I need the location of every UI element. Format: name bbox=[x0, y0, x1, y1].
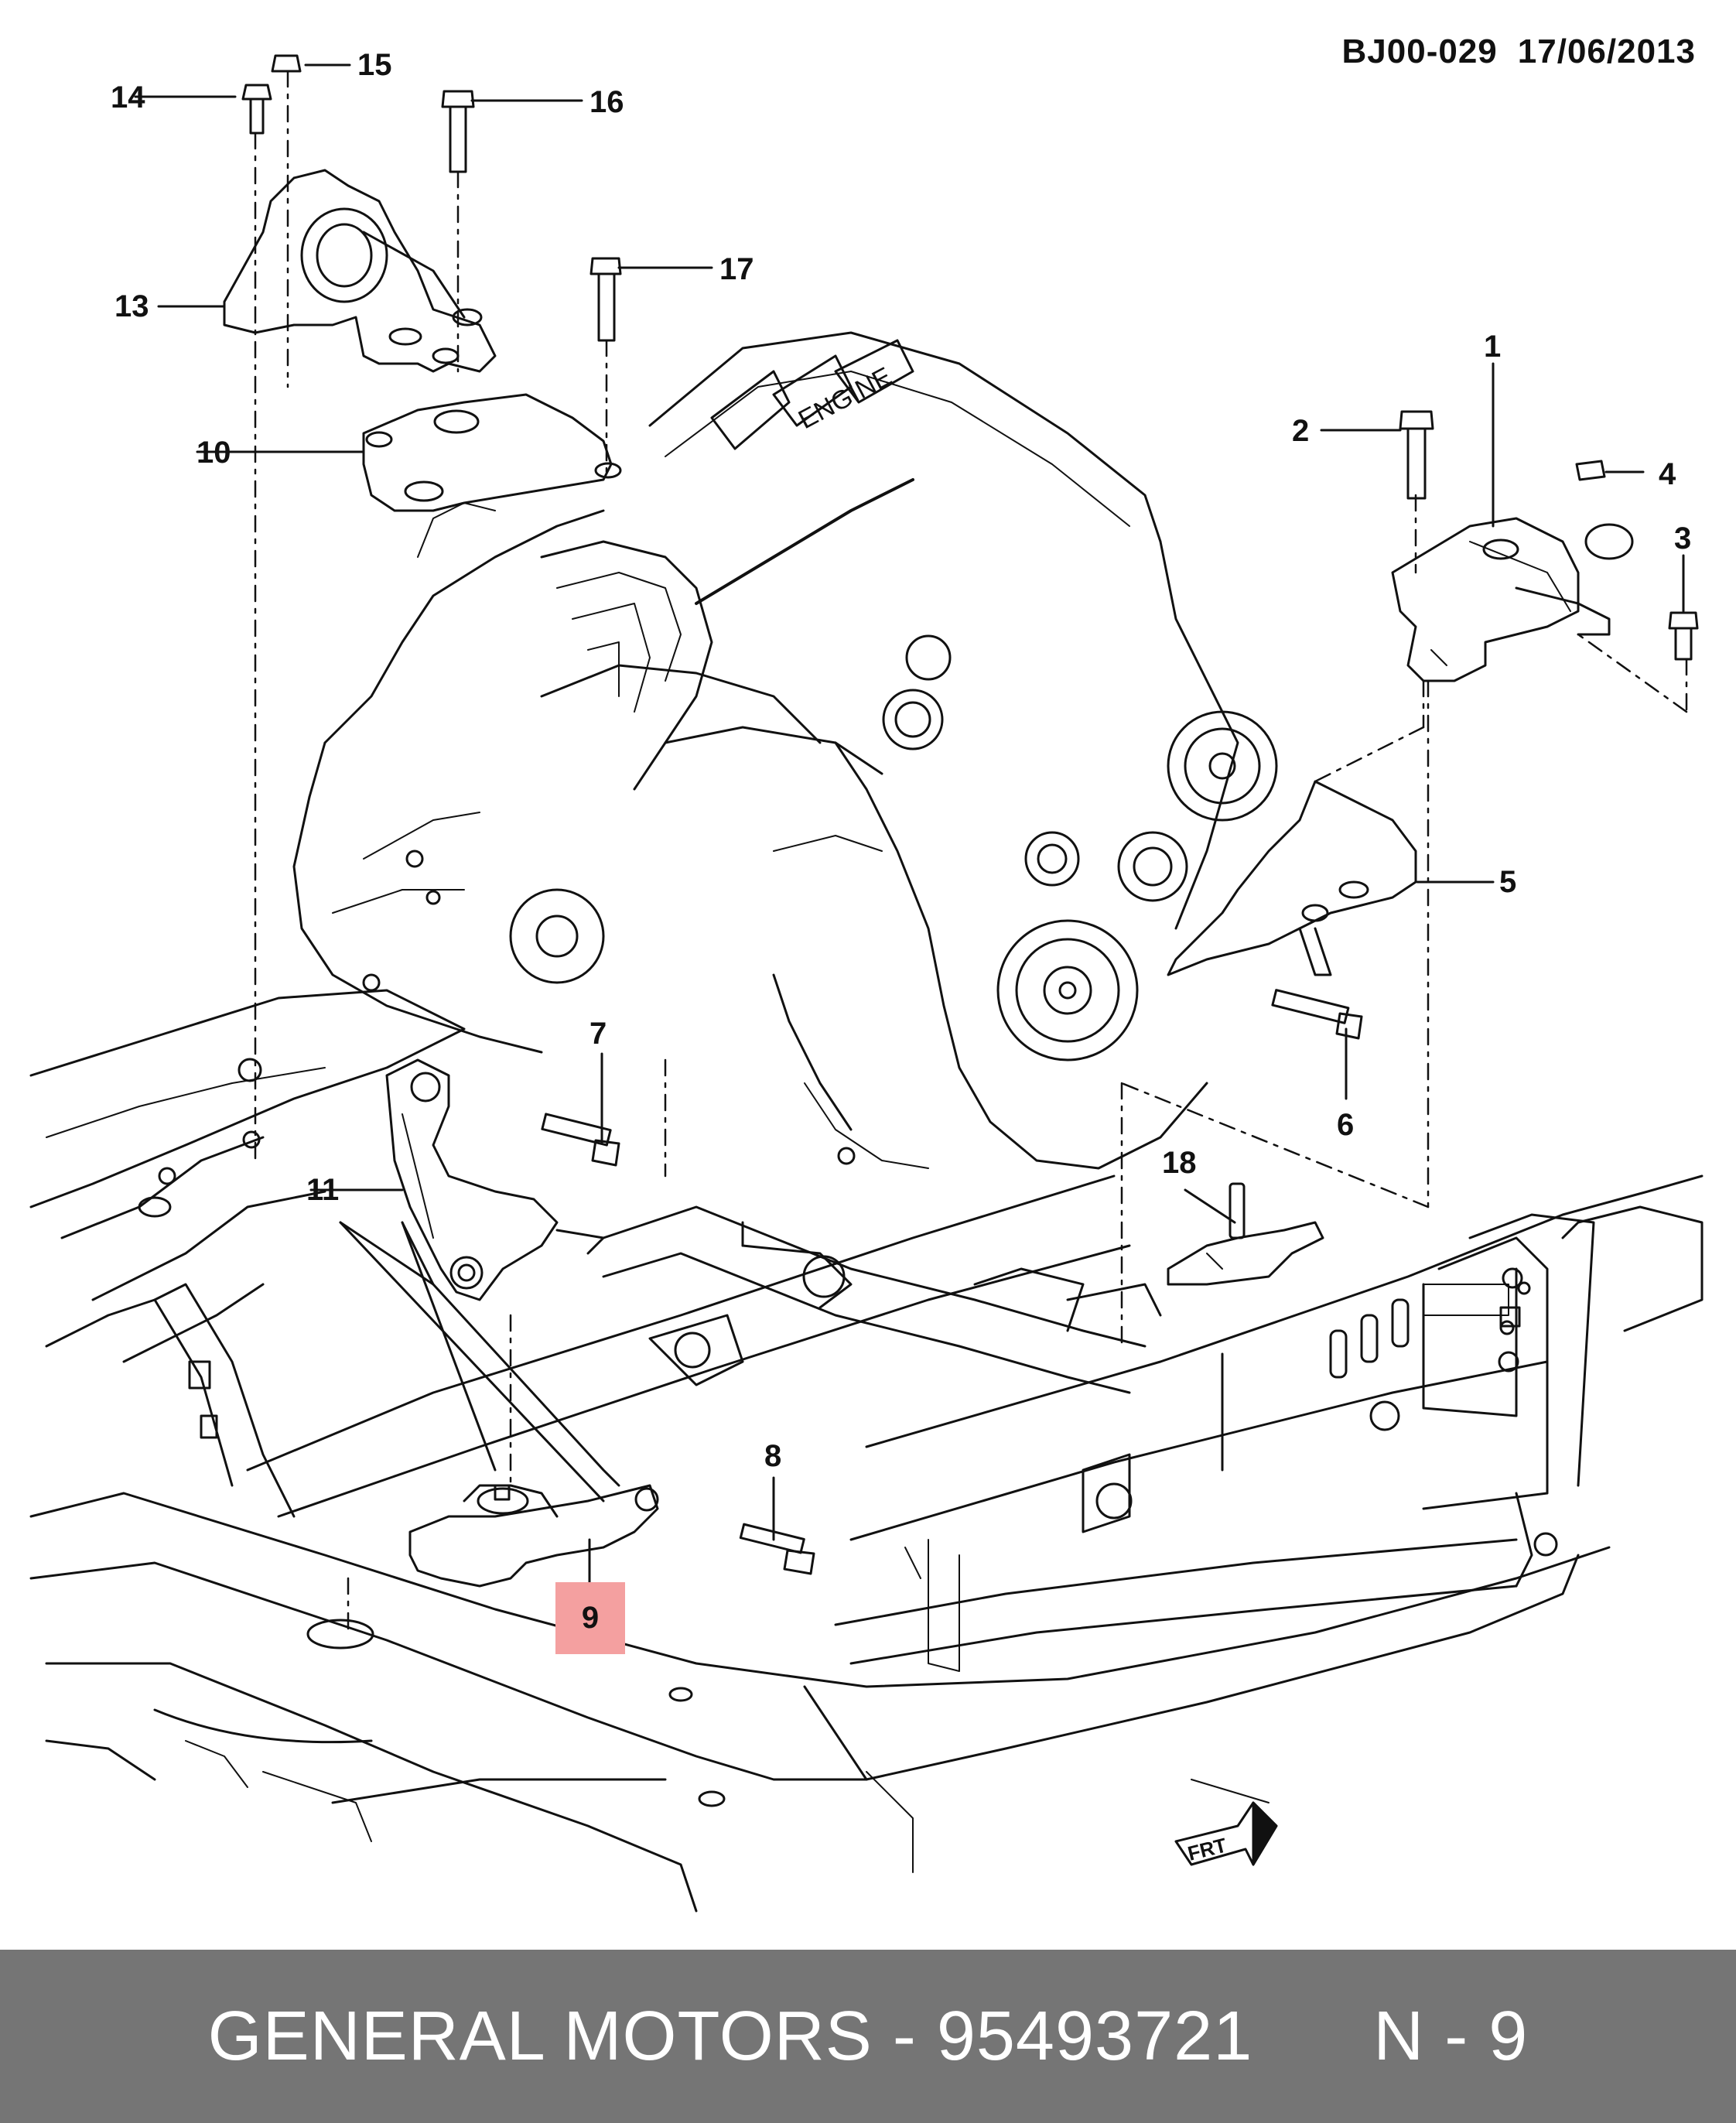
footer-position-label: N - 9 bbox=[1373, 1997, 1529, 2075]
part-9-rear-mount bbox=[408, 1484, 659, 1588]
footer-banner: GENERAL MOTORS - 95493721 N - 9 bbox=[0, 1950, 1736, 2123]
callout-4: 4 bbox=[1659, 457, 1676, 491]
cross-member bbox=[555, 1205, 1162, 1394]
part-1-right-mount bbox=[1391, 517, 1634, 682]
part-10-mount-plate bbox=[362, 393, 622, 512]
callout-13: 13 bbox=[114, 289, 149, 323]
callout-7: 7 bbox=[589, 1017, 607, 1051]
callout-11: 11 bbox=[306, 1173, 340, 1207]
footer-spacer bbox=[1252, 1998, 1373, 2075]
engine-assembly: ENGINE bbox=[292, 331, 1278, 1170]
callout-9: 9 bbox=[581, 1601, 600, 1635]
callout-10: 10 bbox=[196, 436, 231, 470]
part-11-torque-arm bbox=[385, 1058, 559, 1301]
footer-part-number: 95493721 bbox=[936, 1997, 1253, 2075]
document-date: 17/06/2013 bbox=[1517, 32, 1696, 70]
callout-14: 14 bbox=[111, 80, 145, 115]
callout-5: 5 bbox=[1499, 865, 1517, 899]
callout-3: 3 bbox=[1674, 521, 1692, 556]
callout-8: 8 bbox=[764, 1439, 782, 1473]
leader-lines bbox=[134, 63, 1685, 1584]
right-frame-rail bbox=[849, 1174, 1704, 1672]
front-direction-arrow-icon: FRT bbox=[1174, 1801, 1278, 1866]
highlighted-callout-9: 9 bbox=[555, 1582, 625, 1654]
left-frame-rail bbox=[29, 989, 466, 1518]
callout-16: 16 bbox=[589, 85, 624, 119]
part-13-mount-bracket bbox=[223, 169, 497, 373]
front-subframe bbox=[29, 1174, 1611, 1913]
callout-18: 18 bbox=[1162, 1146, 1197, 1180]
document-reference: BJ00-029 17/06/2013 bbox=[1342, 32, 1696, 71]
alignment-lines bbox=[254, 70, 1688, 1634]
callout-1: 1 bbox=[1484, 330, 1502, 364]
footer-text: GENERAL MOTORS - 95493721 N - 9 bbox=[208, 1997, 1529, 2077]
exploded-parts-diagram: ENGINE bbox=[29, 54, 1704, 1913]
callout-15: 15 bbox=[357, 48, 392, 82]
callout-17: 17 bbox=[719, 252, 754, 286]
callout-6: 6 bbox=[1337, 1108, 1355, 1142]
footer-separator: - bbox=[872, 1997, 937, 2075]
part-5-bracket bbox=[1167, 780, 1417, 976]
footer-brand: GENERAL MOTORS bbox=[207, 1997, 873, 2075]
document-code: BJ00-029 bbox=[1341, 32, 1498, 70]
callout-2: 2 bbox=[1292, 414, 1310, 448]
part-18-bracket bbox=[1167, 1182, 1324, 1286]
